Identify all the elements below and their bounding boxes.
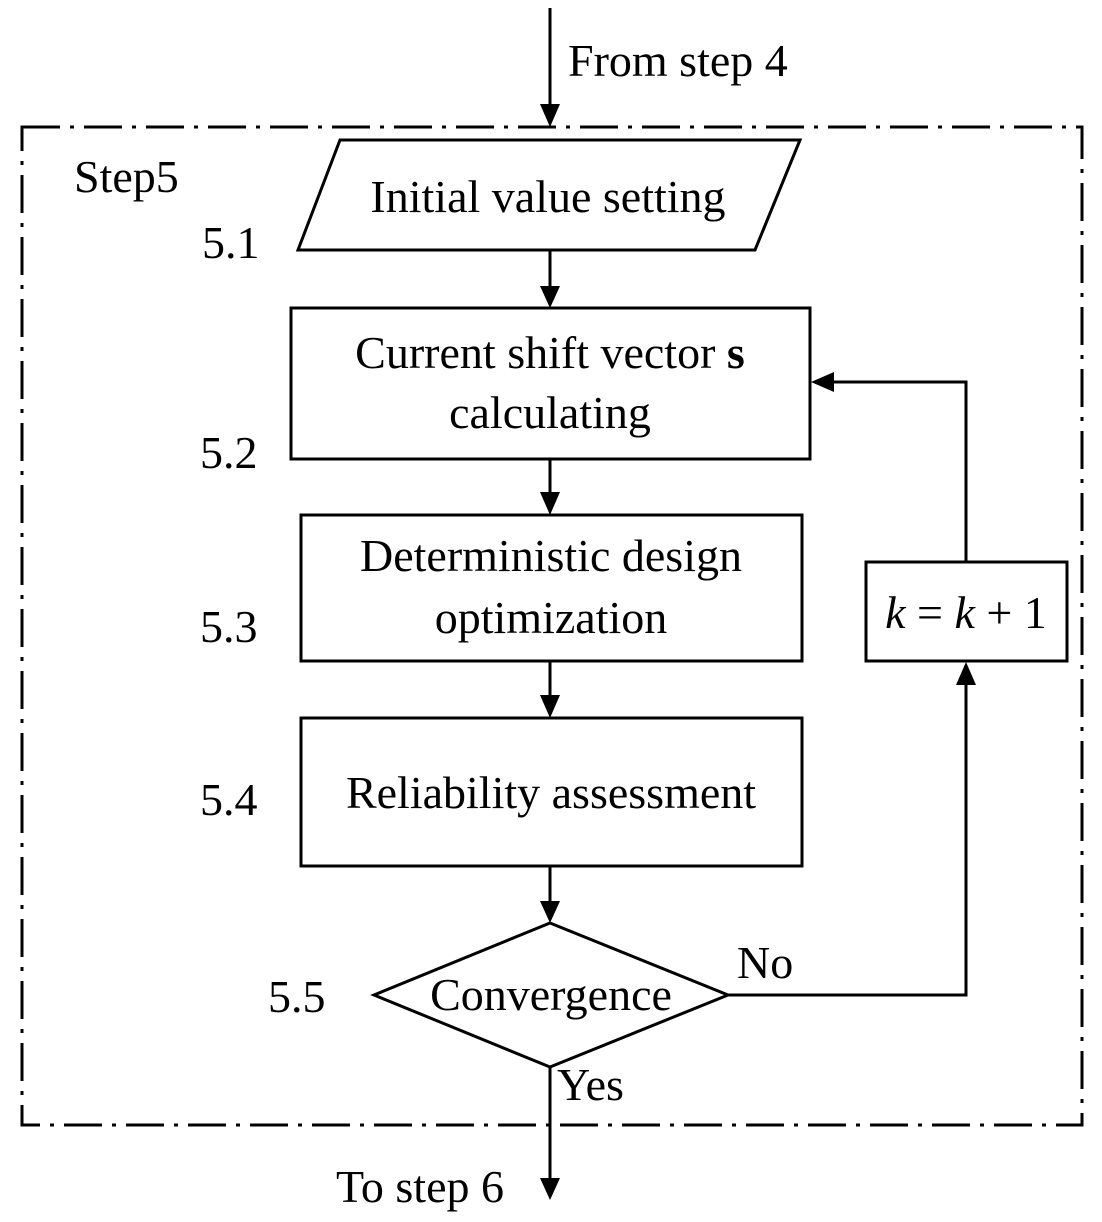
arrow-5-3-to-5-4-head: [540, 695, 560, 718]
step5-group-frame: [20, 125, 1084, 1127]
arrow-5-2-to-5-3-head: [540, 492, 560, 515]
step-5-4-box: [299, 716, 804, 868]
step-5-2-text-line1-main: Current shift vector: [355, 327, 727, 378]
loop-counter-var: k: [885, 587, 907, 638]
step-5-3-box: [299, 513, 804, 663]
step-5-2-text-line1: Current shift vector s: [355, 327, 745, 378]
step-5-2-text-line2: calculating: [449, 387, 651, 438]
loop-counter-text: k = k + 1: [885, 587, 1047, 638]
yes-branch-label: Yes: [557, 1059, 624, 1110]
no-branch-arrow-head: [956, 662, 976, 685]
step5-label: Step5: [74, 151, 179, 202]
entry-arrow-head: [540, 104, 560, 127]
entry-label: From step 4: [568, 35, 788, 86]
step-5-4-text: Reliability assessment: [346, 767, 756, 818]
exit-label: To step 6: [336, 1161, 504, 1212]
step-5-4-number: 5.4: [200, 774, 258, 825]
step-5-2-text-line1-bold: s: [727, 327, 745, 378]
step-5-1-text: Initial value setting: [370, 171, 725, 222]
no-branch-line: [728, 683, 968, 997]
loop-counter-box: [864, 560, 1069, 663]
step-5-3-number: 5.3: [200, 601, 258, 652]
no-branch-label: No: [737, 937, 793, 988]
loop-counter-var2: k: [955, 587, 977, 638]
step-5-2-box: [289, 306, 812, 461]
arrow-5-1-to-5-2-head: [540, 286, 560, 308]
loop-counter-op1: =: [906, 587, 955, 638]
step-5-1-number: 5.1: [202, 217, 260, 268]
step-5-2-number: 5.2: [200, 427, 258, 478]
exit-arrow-head: [540, 1178, 560, 1200]
step-5-5-text: Convergence: [430, 969, 672, 1020]
step-5-3-text-line1: Deterministic design: [360, 530, 742, 581]
loop-counter-op2: + 1: [975, 587, 1047, 638]
loop-back-line: [832, 380, 968, 562]
step-5-5-number: 5.5: [268, 971, 326, 1022]
arrow-5-4-to-5-5-head: [540, 901, 560, 923]
loop-back-arrow-head: [811, 372, 834, 392]
step-5-1-parallelogram: [295, 138, 803, 252]
step-5-3-text-line2: optimization: [435, 592, 668, 643]
